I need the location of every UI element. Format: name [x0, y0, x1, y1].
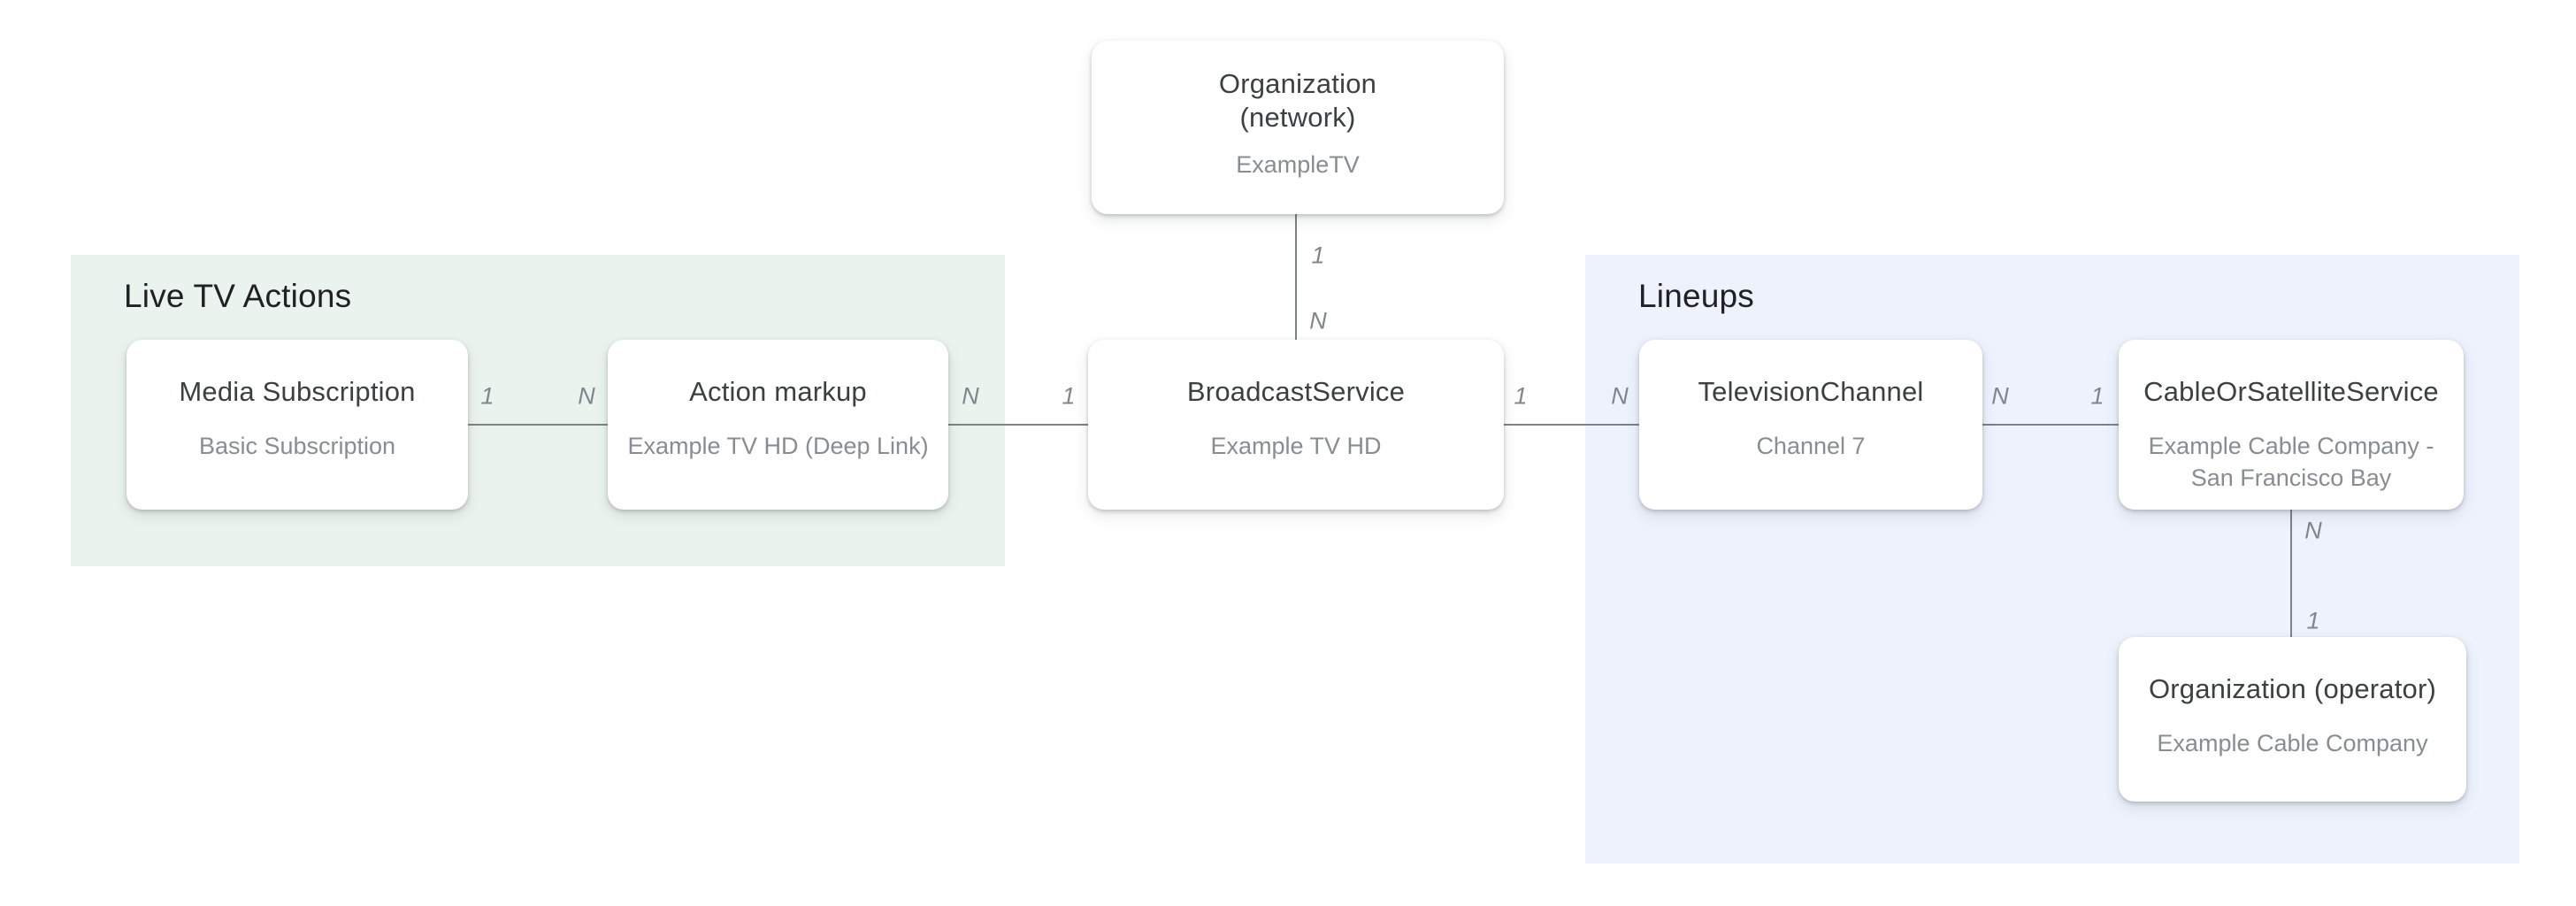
edge-cardinality-televisionchannel-right-side: N [1991, 382, 2009, 410]
node-subtitle: Channel 7 [1756, 433, 1866, 459]
edge-line-network-to-broadcastservice [1295, 214, 1297, 340]
edge-line-mediasubscription-to-actionmarkup [468, 424, 608, 426]
edge-cardinality-televisionchannel-left-side: N [1611, 382, 1629, 410]
edge-cardinality-operator-side: 1 [2306, 607, 2320, 634]
node-title: CableOrSatelliteService [2143, 376, 2439, 407]
node-organization-network: Organization (network) ExampleTV [1092, 41, 1504, 214]
node-subtitle: Example Cable Company - San Francisco Ba… [2148, 433, 2434, 491]
node-subtitle: Example TV HD (Deep Link) [627, 433, 929, 459]
edge-cardinality-network-side: 1 [1311, 242, 1325, 269]
node-television-channel: TelevisionChannel Channel 7 [1639, 340, 1982, 510]
node-subtitle: Basic Subscription [198, 433, 396, 459]
edge-cardinality-actionmarkup-right-side: N [962, 382, 979, 410]
edge-cardinality-cableorsatellite-bottom-side: N [2304, 517, 2322, 544]
node-subtitle: Example TV HD [1210, 433, 1382, 459]
node-title: Organization (network) [1218, 68, 1377, 133]
node-subtitle: Example Cable Company [2157, 730, 2428, 756]
node-title: TelevisionChannel [1698, 376, 1924, 407]
node-title: BroadcastService [1186, 376, 1406, 407]
edge-line-cableorsatelliteservice-to-operator [2290, 510, 2292, 637]
node-title: Action markup [689, 376, 867, 407]
node-media-subscription: Media Subscription Basic Subscription [126, 340, 468, 510]
edge-line-actionmarkup-to-broadcastservice [947, 424, 1088, 426]
edge-line-broadcastservice-to-televisionchannel [1504, 424, 1639, 426]
node-title: Media Subscription [179, 376, 416, 407]
node-subtitle: ExampleTV [1236, 151, 1360, 178]
edge-cardinality-mediasubscription-side: 1 [480, 382, 494, 410]
node-title: Organization (operator) [2148, 673, 2437, 704]
edge-line-televisionchannel-to-cableorsatelliteservice [1982, 424, 2119, 426]
edge-cardinality-cableorsatellite-left-side: 1 [2090, 382, 2104, 410]
node-action-markup: Action markup Example TV HD (Deep Link) [608, 340, 948, 510]
edge-cardinality-broadcastservice-right-side: 1 [1514, 382, 1528, 410]
edge-cardinality-broadcastservice-top-side: N [1309, 307, 1327, 334]
region-title-lineups: Lineups [1638, 278, 1755, 314]
edge-cardinality-actionmarkup-left-side: N [578, 382, 595, 410]
node-organization-operator: Organization (operator) Example Cable Co… [2119, 637, 2466, 802]
node-broadcast-service: BroadcastService Example TV HD [1088, 340, 1504, 510]
region-title-live-tv-actions: Live TV Actions [124, 278, 352, 314]
edge-cardinality-broadcastservice-left-side: 1 [1062, 382, 1076, 410]
node-cable-or-satellite-service: CableOrSatelliteService Example Cable Co… [2119, 340, 2464, 510]
